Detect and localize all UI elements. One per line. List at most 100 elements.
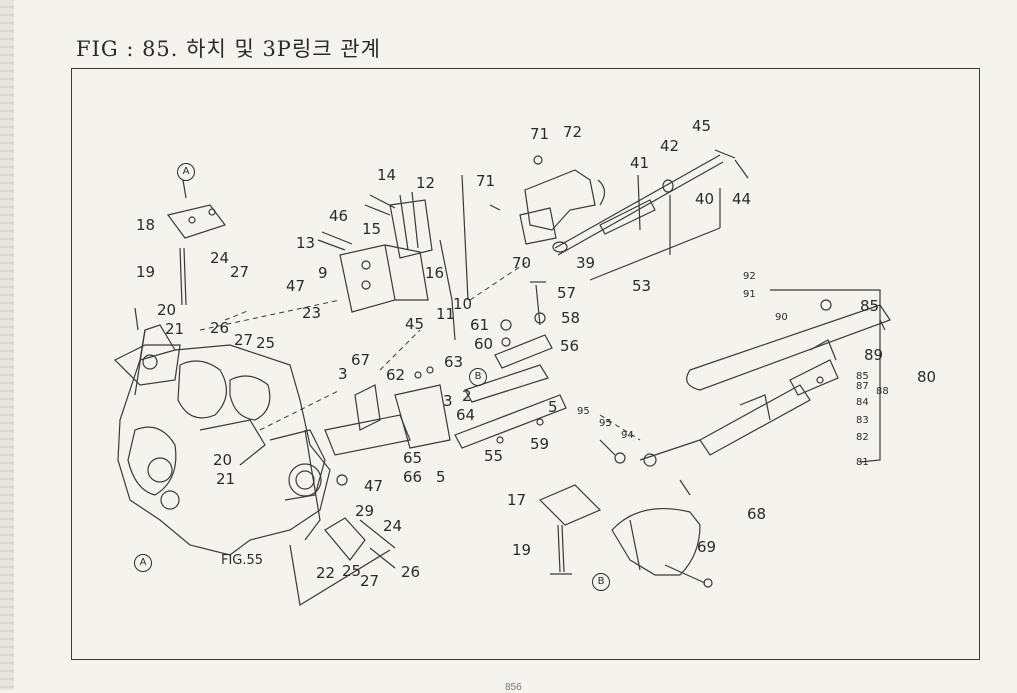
callout-41: 41 xyxy=(630,154,650,172)
callout-91: 91 xyxy=(743,289,756,300)
callout-95: 95 xyxy=(599,418,612,429)
callout-25: 25 xyxy=(256,334,276,352)
callout-40: 40 xyxy=(695,190,715,208)
callout-88: 88 xyxy=(876,386,889,397)
callout-19: 19 xyxy=(136,263,156,281)
reference-marker-b: B xyxy=(469,368,487,386)
callout-56: 56 xyxy=(560,337,580,355)
callout-94: 94 xyxy=(621,430,634,441)
callout-14: 14 xyxy=(377,166,397,184)
callout-95: 95 xyxy=(577,406,590,417)
reference-marker-a: A xyxy=(177,163,195,181)
callout-47: 47 xyxy=(286,277,306,295)
callout-53: 53 xyxy=(632,277,652,295)
callout-42: 42 xyxy=(660,137,680,155)
callout-57: 57 xyxy=(557,284,577,302)
callout-85: 85 xyxy=(856,371,869,382)
callout-20: 20 xyxy=(157,301,177,319)
lower-bracket xyxy=(304,366,451,541)
callout-18: 18 xyxy=(136,216,156,234)
callout-12: 12 xyxy=(416,174,436,192)
diagram-frame xyxy=(71,68,980,660)
callout-82: 82 xyxy=(856,432,869,443)
figure-reference: FIG.55 xyxy=(221,553,264,568)
callout-67: 67 xyxy=(351,351,371,369)
callout-65: 65 xyxy=(403,449,423,467)
callout-89: 89 xyxy=(864,346,884,364)
callout-19: 19 xyxy=(512,541,532,559)
transmission-housing xyxy=(113,324,331,556)
callout-61: 61 xyxy=(470,316,490,334)
latch-assembly xyxy=(489,155,606,245)
callout-16: 16 xyxy=(425,264,445,282)
callout-21: 21 xyxy=(165,320,185,338)
callout-46: 46 xyxy=(329,207,349,225)
callout-66: 66 xyxy=(403,468,423,486)
reference-marker-b: B xyxy=(592,573,610,591)
callout-13: 13 xyxy=(296,234,316,252)
callout-5: 5 xyxy=(436,468,446,486)
callout-44: 44 xyxy=(732,190,752,208)
callout-27: 27 xyxy=(360,572,380,590)
callout-47: 47 xyxy=(364,477,384,495)
callout-2: 2 xyxy=(462,387,472,405)
callout-62: 62 xyxy=(386,366,406,384)
callout-80: 80 xyxy=(917,368,937,386)
callout-22: 22 xyxy=(316,564,336,582)
callout-5: 5 xyxy=(548,398,558,416)
hitch-bracket-block xyxy=(317,174,469,341)
lower-link-assembly xyxy=(599,289,891,496)
callout-29: 29 xyxy=(355,502,375,520)
callout-23: 23 xyxy=(302,304,322,322)
callout-39: 39 xyxy=(576,254,596,272)
bracket-18 xyxy=(134,179,226,331)
callout-64: 64 xyxy=(456,406,476,424)
page-number: 856 xyxy=(505,682,522,693)
callout-25: 25 xyxy=(342,562,362,580)
callout-3: 3 xyxy=(338,365,348,383)
plate-17 xyxy=(538,484,602,575)
callout-72: 72 xyxy=(563,123,583,141)
callout-24: 24 xyxy=(210,249,230,267)
callout-20: 20 xyxy=(213,451,233,469)
page-title: FIG : 85. 하치 및 3P링크 관계 xyxy=(76,37,381,61)
callout-9: 9 xyxy=(318,264,328,282)
callout-45: 45 xyxy=(405,315,425,333)
scan-edge xyxy=(0,0,14,690)
reference-marker-a: A xyxy=(134,554,152,572)
callout-55: 55 xyxy=(484,447,504,465)
callout-87: 87 xyxy=(856,381,869,392)
callout-85: 85 xyxy=(860,297,880,315)
callout-26: 26 xyxy=(401,563,421,581)
callout-45: 45 xyxy=(692,117,712,135)
callout-84: 84 xyxy=(856,397,869,408)
cover-68 xyxy=(611,507,713,588)
callout-63: 63 xyxy=(444,353,464,371)
callout-27: 27 xyxy=(230,263,250,281)
callout-17: 17 xyxy=(507,491,527,509)
callout-71: 71 xyxy=(476,172,496,190)
top-link-rod xyxy=(552,149,749,281)
link-plates xyxy=(454,281,567,449)
callout-59: 59 xyxy=(530,435,550,453)
callout-58: 58 xyxy=(561,309,581,327)
callout-69: 69 xyxy=(697,538,717,556)
callout-70: 70 xyxy=(512,254,532,272)
callout-83: 83 xyxy=(856,415,869,426)
callout-68: 68 xyxy=(747,505,767,523)
callout-27: 27 xyxy=(234,331,254,349)
callout-3: 3 xyxy=(443,392,453,410)
callout-90: 90 xyxy=(775,312,788,323)
callout-21: 21 xyxy=(216,470,236,488)
callout-60: 60 xyxy=(474,335,494,353)
lower-left-parts xyxy=(289,474,396,606)
callout-10: 10 xyxy=(453,295,473,313)
callout-15: 15 xyxy=(362,220,382,238)
callout-11: 11 xyxy=(436,305,456,323)
callout-71: 71 xyxy=(530,125,550,143)
callout-24: 24 xyxy=(383,517,403,535)
callout-26: 26 xyxy=(210,319,230,337)
callout-81: 81 xyxy=(856,457,869,468)
callout-92: 92 xyxy=(743,271,756,282)
